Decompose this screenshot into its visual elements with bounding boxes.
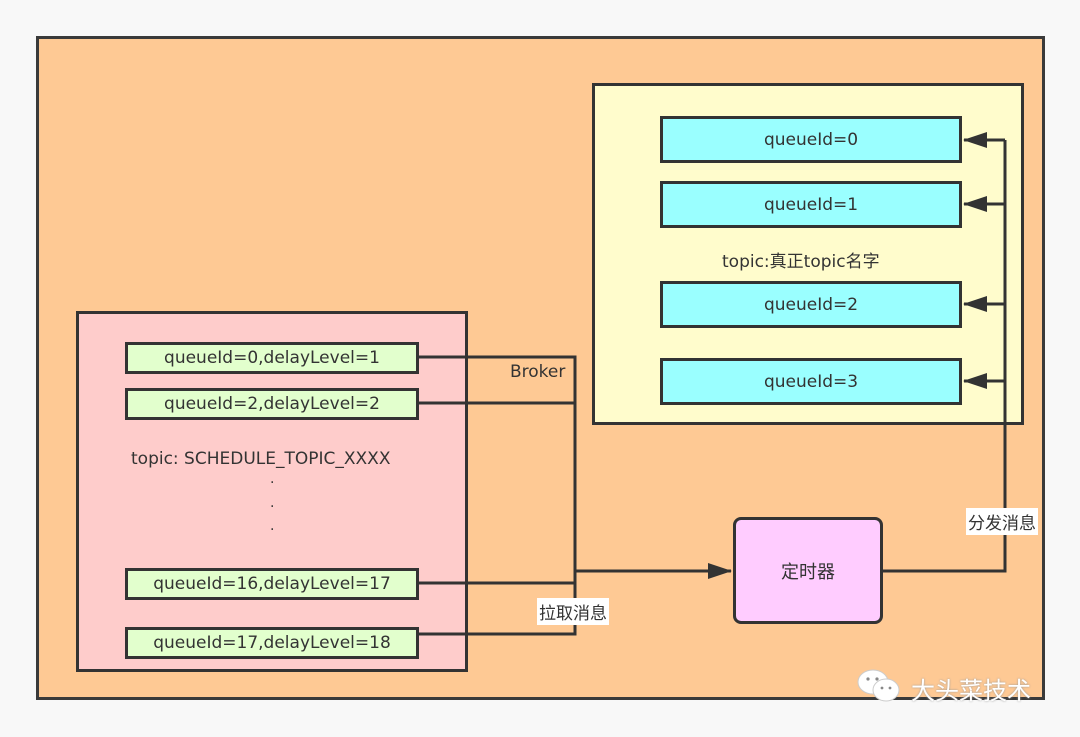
- real-queue-0: queueId=0: [660, 116, 962, 163]
- queue-label: queueId=3: [763, 371, 859, 392]
- queue-label: queueId=2,delayLevel=2: [164, 394, 380, 414]
- ellipsis-dot: ·: [270, 499, 275, 515]
- ellipsis-dot: ·: [270, 522, 275, 538]
- real-queue-1: queueId=1: [660, 181, 962, 228]
- schedule-queue-17: queueId=17,delayLevel=18: [125, 627, 419, 659]
- real-queue-2: queueId=2: [660, 281, 962, 328]
- queue-label: queueId=2: [763, 294, 859, 315]
- queue-label: queueId=1: [763, 194, 859, 215]
- queue-label: queueId=0,delayLevel=1: [164, 348, 380, 368]
- watermark-text: 大头菜技术: [911, 676, 1031, 705]
- queue-label: queueId=16,delayLevel=17: [153, 574, 391, 594]
- schedule-queue-16: queueId=16,delayLevel=17: [125, 568, 419, 600]
- watermark: 大头菜技术: [855, 668, 1031, 708]
- timer-node: 定时器: [733, 517, 883, 624]
- real-queue-3: queueId=3: [660, 358, 962, 405]
- broker-label: Broker: [510, 362, 566, 382]
- schedule-queue-0: queueId=0,delayLevel=1: [125, 342, 419, 374]
- queue-label: queueId=0: [763, 129, 859, 150]
- real-topic-label: topic:真正topic名字: [722, 252, 880, 272]
- schedule-topic-label: topic: SCHEDULE_TOPIC_XXXX: [131, 449, 391, 469]
- ellipsis-dot: ·: [270, 475, 275, 491]
- pull-messages-label: 拉取消息: [537, 598, 609, 625]
- dispatch-messages-label: 分发消息: [966, 508, 1038, 535]
- schedule-queue-1: queueId=2,delayLevel=2: [125, 388, 419, 420]
- wechat-icon: [855, 668, 905, 708]
- timer-label: 定时器: [781, 561, 835, 583]
- queue-label: queueId=17,delayLevel=18: [153, 633, 391, 653]
